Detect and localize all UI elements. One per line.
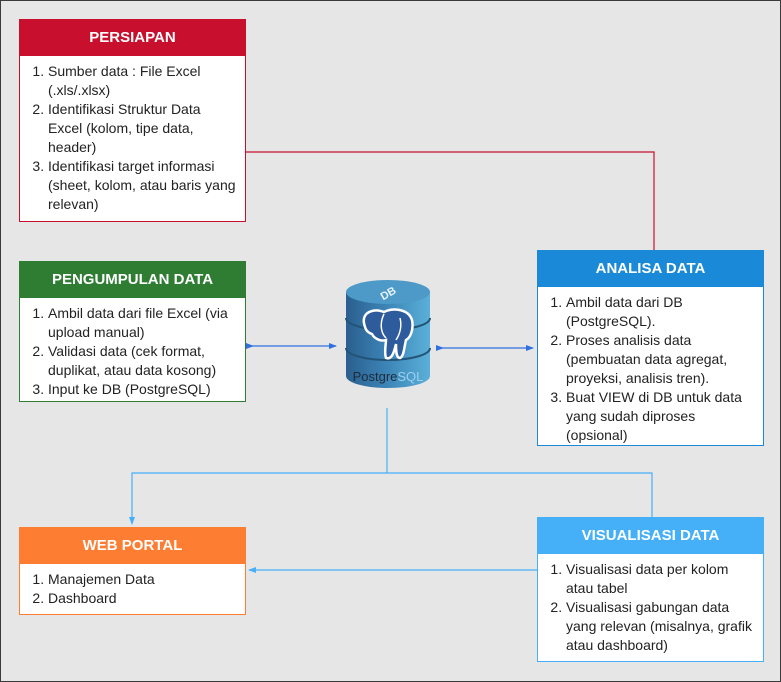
list-item: Input ke DB (PostgreSQL) (48, 380, 237, 399)
pengumpulan-data-list: Ambil data dari file Excel (via upload m… (20, 298, 245, 399)
analisa-data-list: Ambil data dari DB (PostgreSQL). Proses … (538, 287, 763, 445)
postgresql-label: PostgreSQL (353, 369, 424, 384)
persiapan-title: PERSIAPAN (20, 20, 245, 56)
list-item: Manajemen Data (48, 570, 237, 589)
list-item: Ambil data dari file Excel (via upload m… (48, 304, 237, 342)
persiapan-list: Sumber data : File Excel (.xls/.xlsx) Id… (20, 56, 245, 214)
connector-split-webportal (129, 472, 653, 525)
web-portal-box: WEB PORTAL Manajemen Data Dashboard (19, 527, 246, 615)
list-item: Validasi data (cek format, duplikat, ata… (48, 342, 237, 380)
list-item: Identifikasi Struktur Data Excel (kolom,… (48, 100, 237, 157)
visualisasi-data-list: Visualisasi data per kolom atau tabel Vi… (538, 554, 763, 655)
pengumpulan-data-box: PENGUMPULAN DATA Ambil data dari file Ex… (19, 261, 246, 402)
elephant-icon (362, 308, 414, 360)
web-portal-list: Manajemen Data Dashboard (20, 564, 245, 608)
list-item: Proses analisis data (pembuatan data agr… (566, 331, 755, 388)
list-item: Identifikasi target informasi (sheet, ko… (48, 157, 237, 214)
analisa-data-title: ANALISA DATA (538, 251, 763, 287)
visualisasi-data-box: VISUALISASI DATA Visualisasi data per ko… (537, 517, 764, 662)
list-item: Ambil data dari DB (PostgreSQL). (566, 293, 755, 331)
persiapan-box: PERSIAPAN Sumber data : File Excel (.xls… (19, 19, 246, 222)
visualisasi-data-title: VISUALISASI DATA (538, 518, 763, 554)
list-item: Visualisasi gabungan data yang relevan (… (566, 598, 755, 655)
postgresql-database-icon: DB PostgreSQL (345, 280, 431, 388)
analisa-data-box: ANALISA DATA Ambil data dari DB (Postgre… (537, 250, 764, 446)
list-item: Visualisasi data per kolom atau tabel (566, 560, 755, 598)
list-item: Dashboard (48, 589, 237, 608)
pengumpulan-data-title: PENGUMPULAN DATA (20, 262, 245, 298)
list-item: Sumber data : File Excel (.xls/.xlsx) (48, 62, 237, 100)
web-portal-title: WEB PORTAL (20, 528, 245, 564)
connector-persiapan-analisa (246, 151, 655, 250)
list-item: Buat VIEW di DB untuk data yang sudah di… (566, 388, 755, 445)
